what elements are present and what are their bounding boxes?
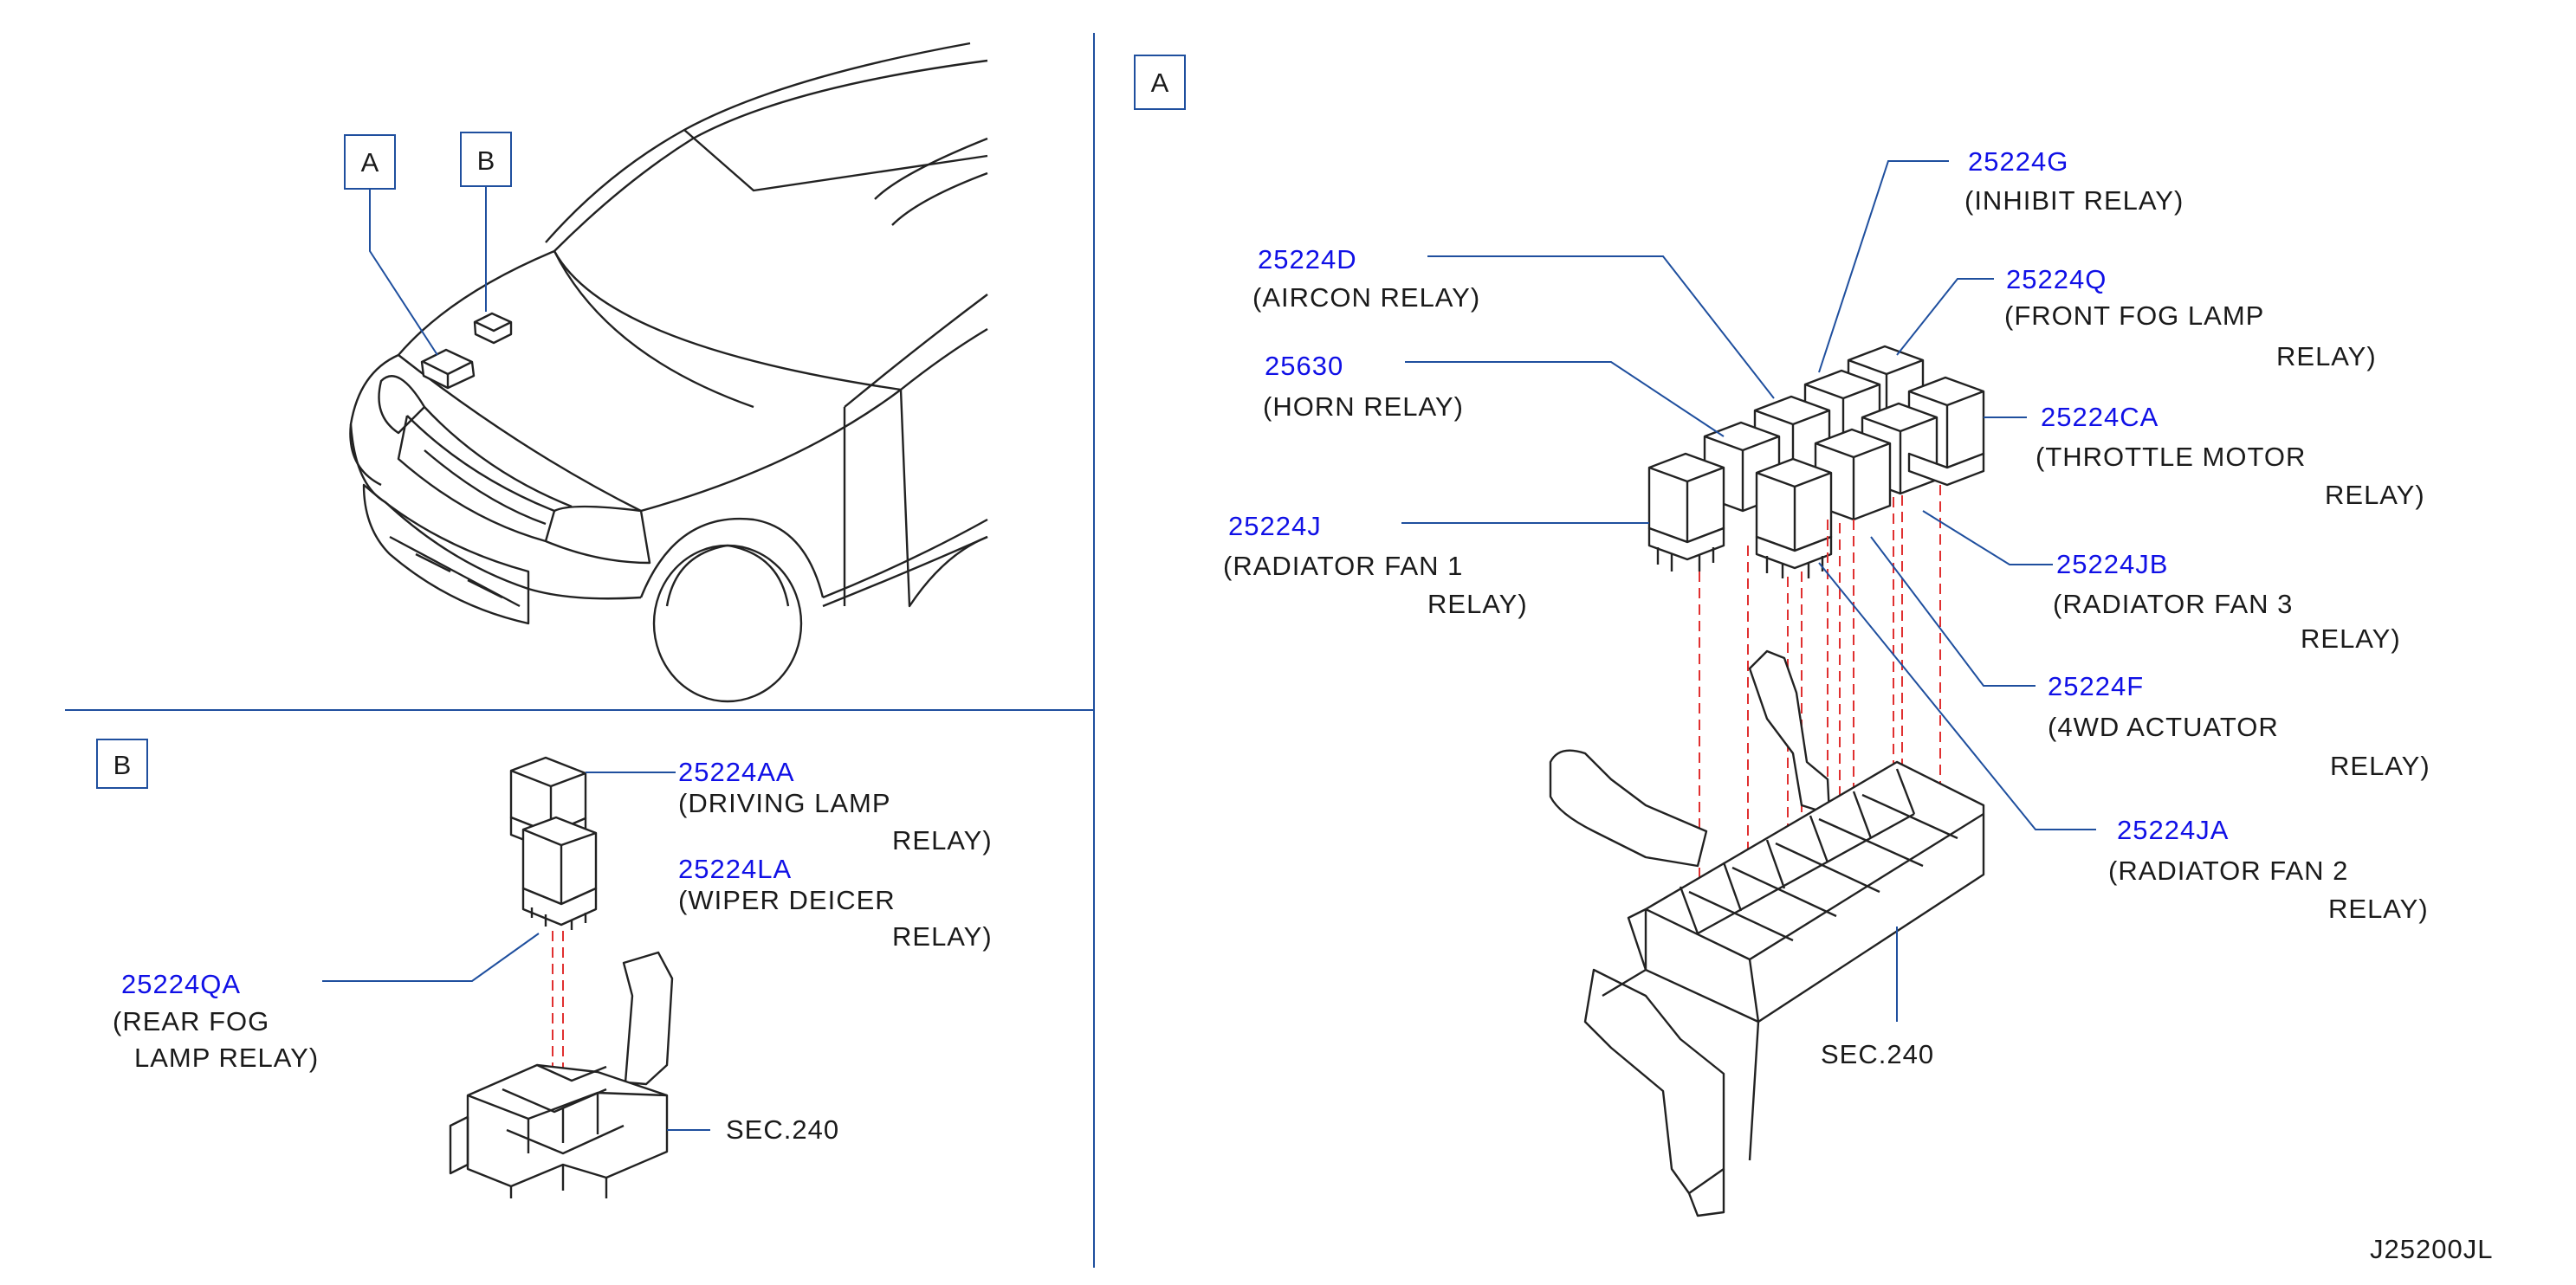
locator-box-b [460, 132, 512, 187]
part-number-25224d: 25224D [1258, 244, 1357, 274]
part-number-25224ca: 25224CA [2041, 402, 2159, 432]
desc-25224jb-line2: RELAY) [2301, 623, 2401, 654]
desc-25224d-line1: (AIRCON RELAY) [1252, 282, 1480, 313]
leader-25224qa [322, 933, 540, 982]
desc-25224qa-line2: LAMP RELAY) [134, 1043, 319, 1073]
sec-ref-a: SEC.240 [1821, 1039, 1934, 1069]
drawing-code: J25200JL [2370, 1234, 2493, 1264]
desc-25224g-line1: (INHIBIT RELAY) [1964, 185, 2184, 216]
part-number-25630: 25630 [1265, 351, 1343, 381]
desc-25224aa-line2: RELAY) [892, 825, 993, 856]
relay-box-b [449, 951, 674, 1198]
relay-box-a [1549, 649, 1985, 1217]
vehicle-drawing [349, 42, 988, 703]
relay-b-lower [521, 816, 598, 930]
relay-cluster-a [1647, 345, 1985, 578]
leader-25224jb [1922, 510, 2053, 565]
part-number-25224j: 25224J [1228, 511, 1322, 541]
desc-25224q-line2: RELAY) [2276, 341, 2377, 371]
desc-25630-line1: (HORN RELAY) [1263, 391, 1464, 422]
part-number-25224qa: 25224QA [121, 969, 241, 999]
part-number-25224q: 25224Q [2006, 264, 2107, 294]
leader-locator-a [369, 189, 438, 356]
desc-25224ja-line1: (RADIATOR FAN 2 [2108, 856, 2348, 886]
leader-25224d [1427, 255, 1775, 399]
locator-label-a: A [361, 147, 379, 178]
desc-25224ca-line2: RELAY) [2325, 480, 2425, 510]
desc-25224ca-line1: (THROTTLE MOTOR [2036, 442, 2306, 472]
desc-25224ja-line2: RELAY) [2328, 894, 2429, 924]
desc-25224j-line2: RELAY) [1427, 589, 1528, 619]
part-number-25224f: 25224F [2048, 671, 2144, 701]
panel-b-label: B [113, 750, 132, 780]
locator-box-a [344, 134, 396, 190]
panel-a-label-box [1134, 55, 1186, 110]
desc-25224qa-line1: (REAR FOG [113, 1006, 269, 1036]
panel-a-label: A [1151, 68, 1169, 98]
desc-25224f-line1: (4WD ACTUATOR [2048, 712, 2279, 742]
leader-25224ja [1818, 562, 2096, 830]
desc-25224q-line1: (FRONT FOG LAMP [2004, 300, 2264, 331]
part-number-25224ja: 25224JA [2117, 815, 2229, 845]
locator-label-b: B [477, 145, 495, 176]
part-number-25224aa: 25224AA [678, 757, 795, 787]
desc-25224jb-line1: (RADIATOR FAN 3 [2053, 589, 2293, 619]
desc-25224f-line2: RELAY) [2330, 751, 2430, 781]
leader-25224q [1896, 278, 1994, 356]
part-number-25224la: 25224LA [678, 854, 792, 884]
desc-25224la-line1: (WIPER DEICER [678, 885, 896, 915]
leader-25224f [1870, 536, 2036, 687]
desc-25224la-line2: RELAY) [892, 921, 993, 952]
panel-b-label-box [96, 739, 148, 789]
desc-25224aa-line1: (DRIVING LAMP [678, 788, 891, 818]
leader-25224g [1818, 160, 1949, 373]
sec-ref-b: SEC.240 [726, 1114, 839, 1145]
leader-25630 [1405, 361, 1725, 437]
part-number-25224jb: 25224JB [2056, 549, 2168, 579]
part-number-25224g: 25224G [1968, 146, 2068, 177]
desc-25224j-line1: (RADIATOR FAN 1 [1223, 551, 1463, 581]
